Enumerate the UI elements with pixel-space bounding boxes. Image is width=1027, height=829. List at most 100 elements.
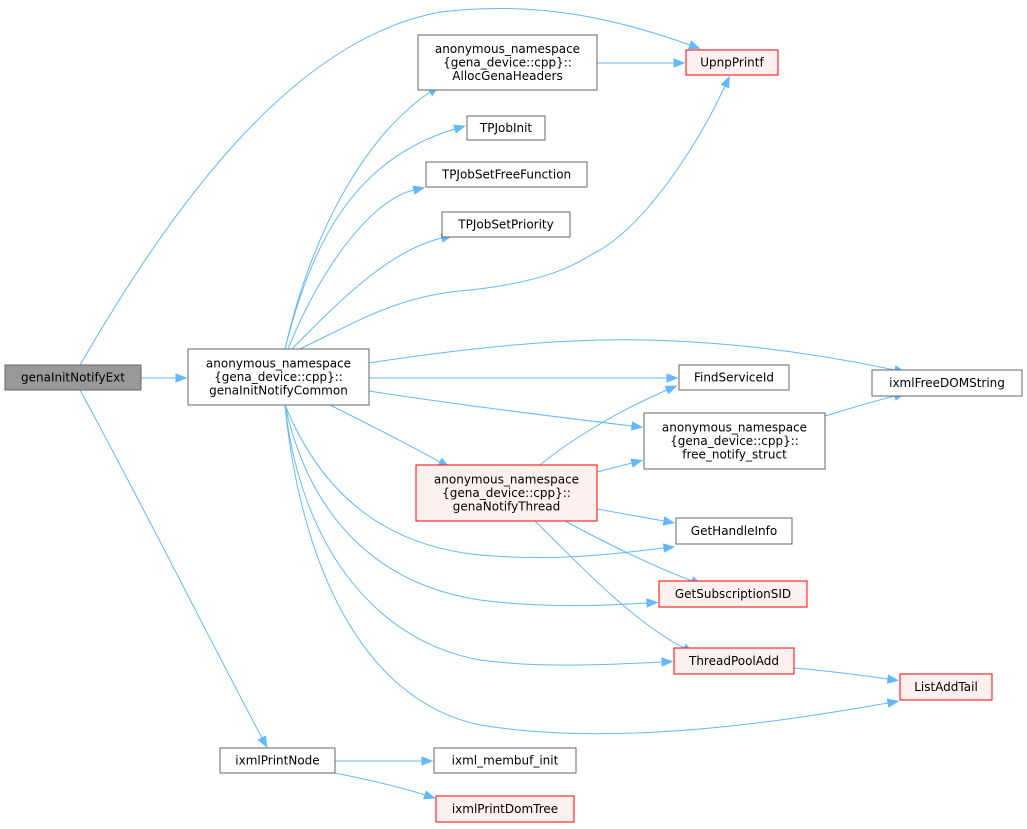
node-genaInitNotifyCommon[interactable]: anonymous_namespace{gena_device::cpp}::g…	[187, 348, 370, 406]
arrowhead-icon	[630, 421, 644, 431]
node-box[interactable]	[899, 673, 993, 701]
edge-genaInitNotifyCommon-to-free_notify_struct	[368, 390, 644, 431]
edge-genaInitNotifyCommon-to-GetHandleInfo	[284, 404, 676, 559]
edge-genaNotifyThread-to-FindServiceId	[539, 385, 678, 466]
node-label: UpnpPrintf	[700, 56, 764, 70]
node-label: {gena_device::cpp}::	[214, 370, 343, 384]
node-box[interactable]	[433, 747, 577, 774]
node-box[interactable]	[415, 464, 598, 522]
node-ListAddTail[interactable]: ListAddTail	[899, 673, 993, 701]
arrowhead-icon	[666, 373, 679, 383]
edge-genaNotifyThread-to-GetHandleInfo	[596, 508, 676, 526]
edge-line	[287, 189, 415, 350]
node-ixmlFreeDOMString[interactable]: ixmlFreeDOMString	[871, 369, 1023, 397]
node-box[interactable]	[643, 412, 826, 470]
edge-line	[368, 390, 633, 427]
edge-genaInitNotifyCommon-to-FindServiceId	[369, 373, 679, 383]
edge-genaInitNotifyExt-to-genaInitNotifyCommon	[141, 373, 188, 383]
edge-genaInitNotifyExt-to-UpnpPrintf	[79, 7, 701, 366]
node-label: anonymous_namespace	[434, 473, 579, 487]
node-label: AllocGenaHeaders	[452, 69, 562, 83]
node-label: genaNotifyThread	[453, 500, 560, 514]
node-TPJobSetFreeFunction[interactable]: TPJobSetFreeFunction	[425, 161, 588, 188]
node-box[interactable]	[219, 747, 336, 774]
node-GetSubscriptionSID[interactable]: GetSubscriptionSID	[658, 580, 808, 608]
edge-line	[824, 395, 896, 417]
node-label: free_notify_struct	[682, 448, 787, 462]
node-ThreadPoolAdd[interactable]: ThreadPoolAdd	[673, 647, 795, 675]
node-box[interactable]	[675, 517, 793, 545]
edge-genaInitNotifyCommon-to-TPJobSetFreeFunction	[287, 185, 426, 350]
node-box[interactable]	[417, 34, 598, 91]
node-label: {gena_device::cpp}::	[442, 486, 571, 500]
edge-line	[334, 772, 426, 796]
node-label: FindServiceId	[694, 371, 774, 385]
node-label: ixmlPrintDomTree	[452, 802, 558, 816]
node-ixmlPrintNode[interactable]: ixmlPrintNode	[219, 747, 336, 774]
arrowhead-icon	[673, 58, 686, 68]
node-GetHandleInfo[interactable]: GetHandleInfo	[675, 517, 793, 545]
node-label: GetSubscriptionSID	[675, 587, 791, 601]
edge-genaInitNotifyCommon-to-GetSubscriptionSID	[284, 404, 659, 608]
edge-line	[79, 7, 691, 366]
edge-genaNotifyThread-to-free_notify_struct	[596, 458, 643, 473]
node-free_notify_struct[interactable]: anonymous_namespace{gena_device::cpp}::f…	[643, 412, 826, 470]
node-label: anonymous_namespace	[435, 42, 580, 56]
node-label: ListAddTail	[914, 680, 978, 694]
node-label: genaInitNotifyExt	[21, 371, 125, 385]
arrowhead-icon	[886, 674, 900, 684]
node-UpnpPrintf[interactable]: UpnpPrintf	[685, 49, 779, 76]
arrowhead-icon	[661, 657, 674, 667]
edge-line	[539, 389, 668, 466]
node-label: ixml_membuf_init	[452, 754, 559, 768]
edge-line	[284, 404, 663, 666]
node-box[interactable]	[673, 647, 795, 675]
node-label: anonymous_namespace	[206, 357, 351, 371]
edge-genaInitNotifyCommon-to-ixmlFreeDOMString	[368, 339, 907, 375]
node-box[interactable]	[435, 795, 575, 823]
edge-line	[284, 128, 456, 350]
edge-line	[564, 520, 693, 582]
node-box[interactable]	[871, 369, 1023, 397]
edge-line	[793, 667, 889, 680]
edge-line	[368, 339, 896, 371]
node-box[interactable]	[187, 348, 370, 406]
arrowhead-icon	[662, 543, 676, 553]
node-genaInitNotifyExt[interactable]: genaInitNotifyExt	[4, 364, 142, 391]
edge-genaInitNotifyCommon-to-TPJobInit	[284, 124, 466, 350]
arrowhead-icon	[175, 373, 188, 383]
edge-line	[284, 404, 889, 735]
edge-ThreadPoolAdd-to-ListAddTail	[793, 667, 900, 684]
node-label: {gena_device::cpp}::	[670, 434, 799, 448]
node-TPJobInit[interactable]: TPJobInit	[466, 115, 546, 141]
node-FindServiceId[interactable]: FindServiceId	[678, 364, 790, 391]
edge-line	[299, 85, 726, 350]
node-ixml_membuf_init[interactable]: ixml_membuf_init	[433, 747, 577, 774]
arrowhead-icon	[257, 735, 268, 749]
node-TPJobSetPriority[interactable]: TPJobSetPriority	[441, 211, 571, 238]
node-box[interactable]	[678, 364, 790, 391]
node-genaNotifyThread[interactable]: anonymous_namespace{gena_device::cpp}::g…	[415, 464, 598, 522]
edge-line	[284, 91, 431, 350]
node-box[interactable]	[441, 211, 571, 238]
node-AllocGenaHeaders[interactable]: anonymous_namespace{gena_device::cpp}::A…	[417, 34, 598, 91]
node-box[interactable]	[4, 364, 142, 391]
node-ixmlPrintDomTree[interactable]: ixmlPrintDomTree	[435, 795, 575, 823]
arrowhead-icon	[646, 598, 659, 608]
node-label: TPJobInit	[479, 121, 533, 135]
arrowhead-icon	[630, 458, 643, 468]
edge-genaInitNotifyCommon-to-TPJobSetPriority	[291, 233, 454, 350]
node-label: genaInitNotifyCommon	[209, 384, 348, 398]
node-box[interactable]	[466, 115, 546, 141]
edge-genaInitNotifyCommon-to-AllocGenaHeaders	[284, 85, 440, 350]
edge-line	[596, 508, 665, 522]
arrowhead-icon	[412, 185, 426, 195]
node-box[interactable]	[685, 49, 779, 76]
edge-line	[291, 237, 443, 350]
edge-line	[79, 389, 263, 739]
edge-ixmlPrintNode-to-ixml_membuf_init	[335, 756, 434, 766]
node-box[interactable]	[658, 580, 808, 608]
node-box[interactable]	[425, 161, 588, 188]
edge-line	[329, 404, 441, 463]
